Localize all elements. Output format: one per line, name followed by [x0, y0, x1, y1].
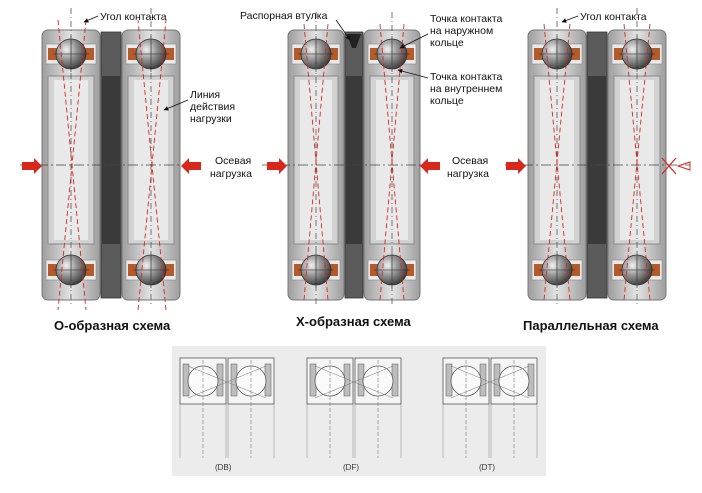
separator-inner — [102, 76, 120, 244]
cage-top — [571, 48, 580, 60]
df-label: (DF) — [343, 463, 359, 472]
cage-bottom — [48, 264, 57, 276]
dt-pair — [442, 357, 538, 458]
parallel-contact-angle-label: Угол контакта — [580, 11, 647, 23]
o-contact-angle-label: Угол контакта — [100, 11, 167, 23]
axial-load-arrow — [181, 158, 201, 174]
inner-contact-label-1: Точка контакта — [430, 71, 503, 83]
cage-top — [534, 48, 543, 60]
cage-bottom — [534, 264, 543, 276]
cage-top — [614, 48, 623, 60]
axial-load-arrow — [506, 158, 526, 174]
cross-mark — [661, 157, 677, 175]
cage-bottom — [128, 264, 137, 276]
arrow-outline — [676, 161, 691, 171]
o-separator — [100, 31, 122, 299]
inner-contact-label-3: кольце — [430, 95, 464, 107]
axial-load-label-1a: Осевая — [215, 155, 251, 167]
leader-line — [163, 99, 189, 111]
mini-contact-line — [187, 365, 267, 399]
load-line — [379, 23, 405, 301]
mini-contact-line — [314, 365, 394, 399]
cage-top — [128, 48, 137, 60]
separator-inner — [588, 76, 606, 244]
outer-contact-label-3: кольце — [430, 37, 464, 49]
outer-contact-label-2: на наружном — [430, 25, 493, 37]
inner-contact-label-2: на внутреннем — [430, 83, 502, 95]
load-line-label-2: действия — [190, 101, 235, 113]
cage-bottom — [614, 264, 623, 276]
leader-line — [397, 68, 429, 79]
axial-load-arrow — [22, 158, 42, 174]
load-line-label-1: Линия — [190, 89, 220, 101]
axial-load-arrow — [267, 158, 287, 174]
cage-top — [651, 48, 660, 60]
caption-o-scheme: О-образная схема — [54, 318, 171, 333]
df-pair — [306, 357, 402, 458]
load-line — [543, 23, 571, 301]
axial-load-label-2b: нагрузка — [447, 168, 489, 180]
dt-label: (DT) — [479, 463, 495, 472]
cage-top — [85, 48, 94, 60]
outer-contact-label-1: Точка контакта — [430, 13, 503, 25]
axial-load-label-2a: Осевая — [452, 155, 488, 167]
axial-load-label-1b: нагрузка — [210, 168, 252, 180]
cage-bottom — [165, 264, 174, 276]
separator-inner — [346, 76, 362, 244]
caption-x-scheme: Х-образная схема — [296, 314, 412, 329]
cage-bottom — [571, 264, 580, 276]
cage-top — [165, 48, 174, 60]
db-pair — [179, 357, 275, 458]
axial-load-arrow — [420, 158, 440, 174]
caption-parallel-scheme: Параллельная схема — [523, 318, 659, 333]
load-line — [57, 19, 87, 311]
leader-line — [399, 33, 429, 49]
leader-line — [561, 15, 579, 23]
cage-top — [48, 48, 57, 60]
mini-contact-line — [450, 365, 530, 399]
spacer-top-mark — [347, 34, 361, 48]
db-label: (DB) — [215, 463, 232, 472]
leader-line — [335, 19, 351, 41]
cage-bottom — [85, 264, 94, 276]
leader-line — [83, 15, 99, 23]
load-line — [623, 23, 651, 301]
spacer-label: Распорная втулка — [240, 10, 328, 22]
load-line-label-3: нагрузки — [190, 113, 232, 125]
load-line — [137, 19, 167, 311]
load-line — [303, 23, 329, 301]
cage-bottom — [651, 264, 660, 276]
